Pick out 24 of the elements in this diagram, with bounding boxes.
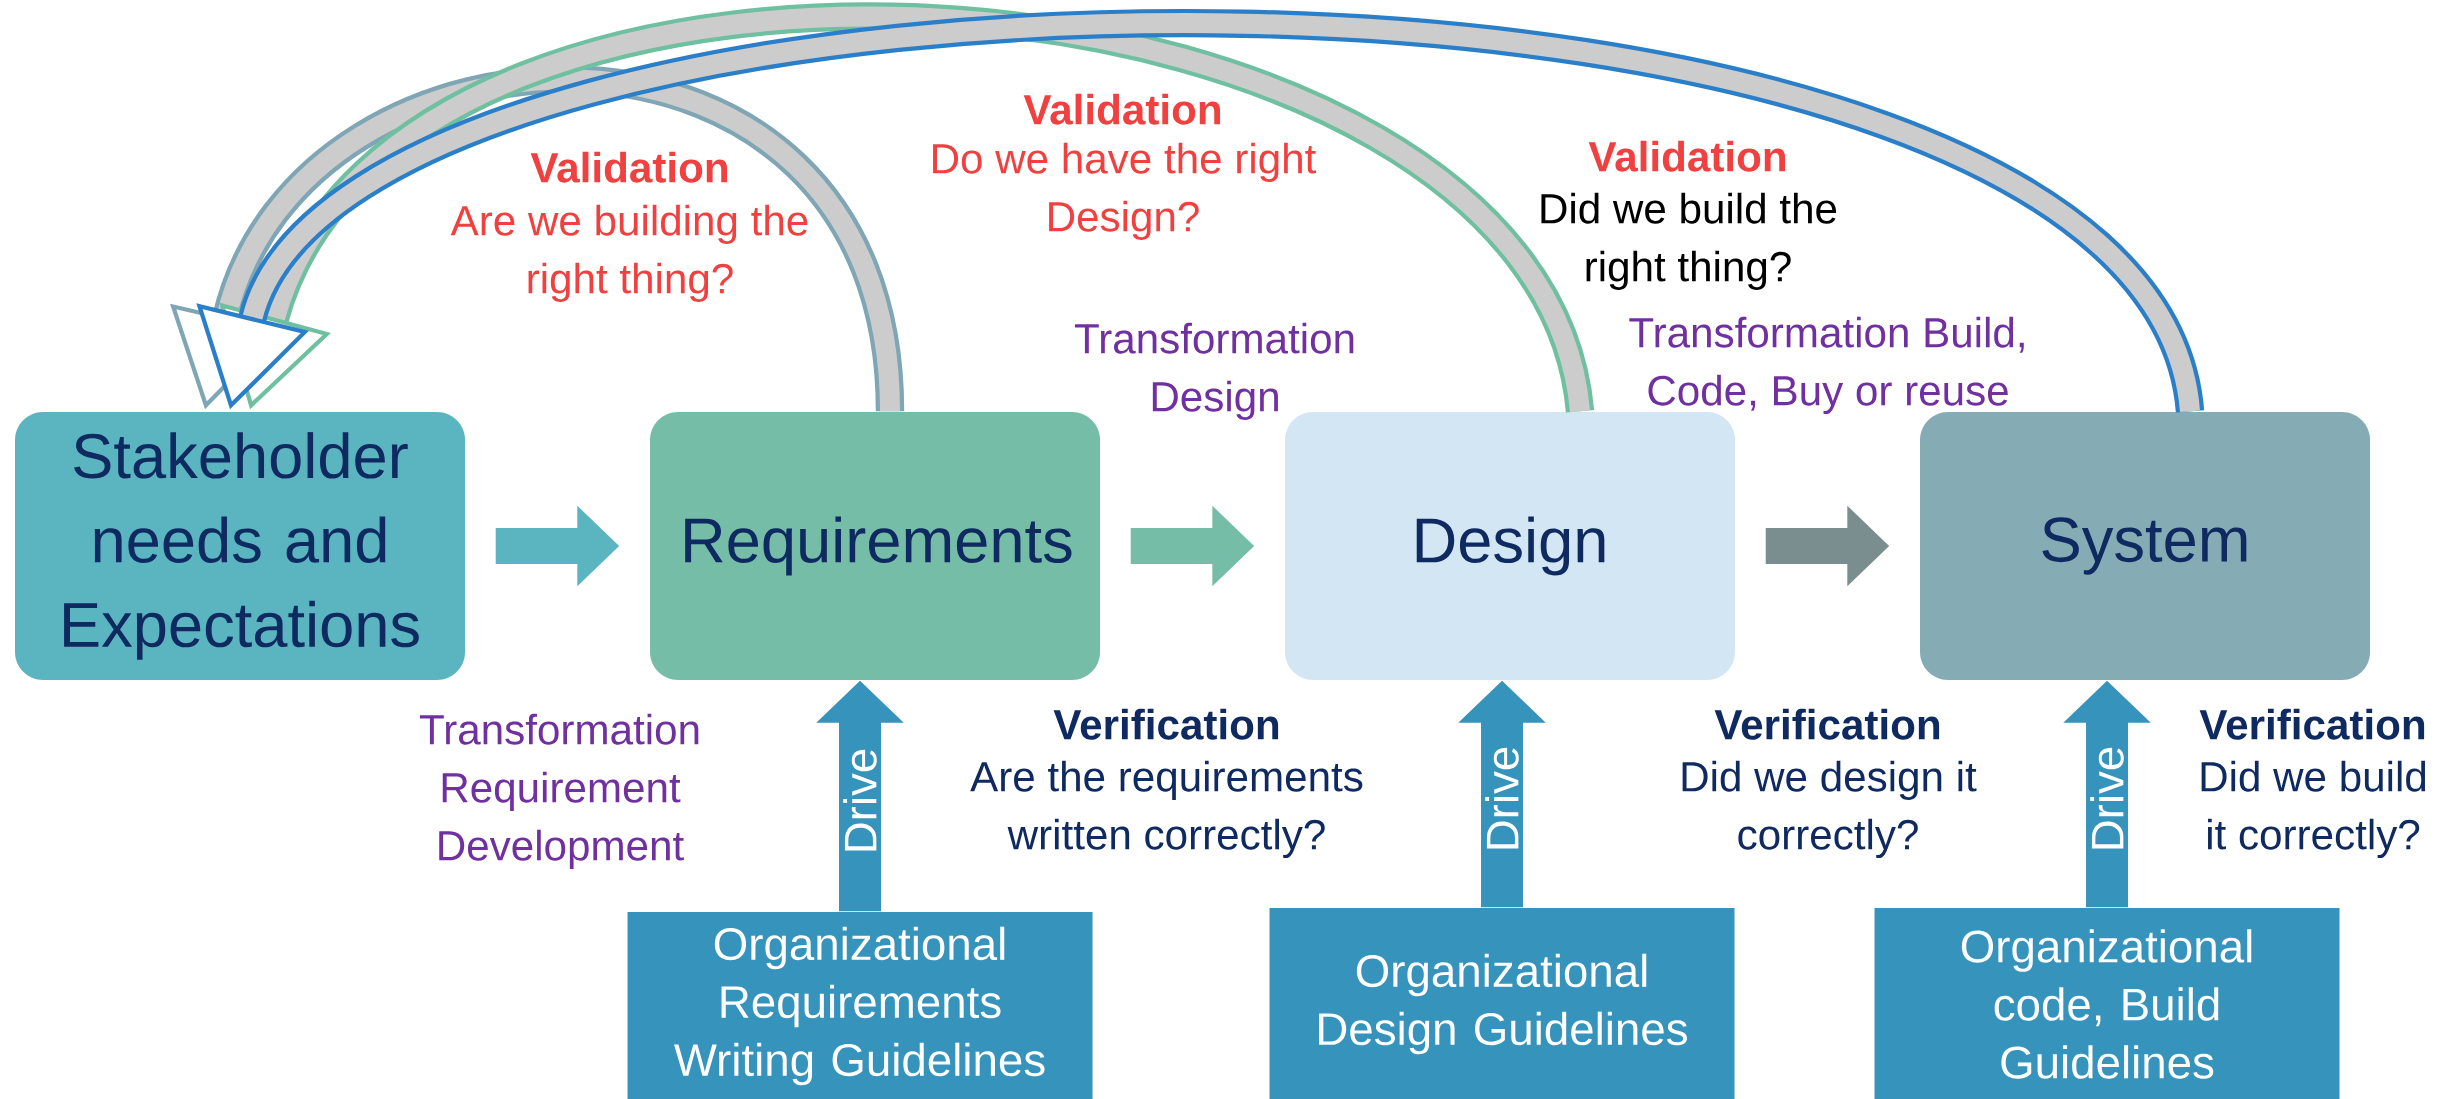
guideline-box: Organizational Design Guidelines <box>1269 908 1735 1099</box>
annotation-text: Are we building the right thing? <box>450 204 808 302</box>
heading-text: Validation <box>1588 140 1786 172</box>
process-box: System <box>1920 412 2371 680</box>
annotation-text: Do we have the right Design? <box>933 142 1317 241</box>
heading-text: Verification <box>2199 708 2425 740</box>
process-box: Design <box>1285 412 1735 680</box>
edge-label: Drive <box>2090 747 2124 849</box>
heading-text: Verification <box>1714 708 1940 740</box>
guideline-box: Organizational code, Build Guidelines <box>1874 908 2340 1099</box>
heading-text: Verification <box>1053 708 1279 740</box>
heading-text: Validation <box>530 151 728 183</box>
edge-label: Drive <box>1485 747 1519 849</box>
heading-text: Validation <box>1023 93 1221 125</box>
annotation-text: Are the requirements written correctly? <box>970 760 1363 859</box>
guideline-box: Organizational Requirements Writing Guidelines <box>627 912 1093 1099</box>
annotation-text: Did we design it correctly? <box>1682 760 1977 859</box>
annotation-text: Did we build it correctly? <box>2201 760 2426 859</box>
annotation-text: Transformation Build, Code, Buy or reuse <box>1629 316 2024 415</box>
process-box: Stakeholder needs and Expectations <box>15 412 465 680</box>
process-box: Requirements <box>650 412 1101 680</box>
edge-label: Drive <box>843 749 877 851</box>
annotation-text: Did we build the right thing? <box>1541 192 1837 290</box>
annotation-text: Transformation Requirement Development <box>419 713 699 869</box>
